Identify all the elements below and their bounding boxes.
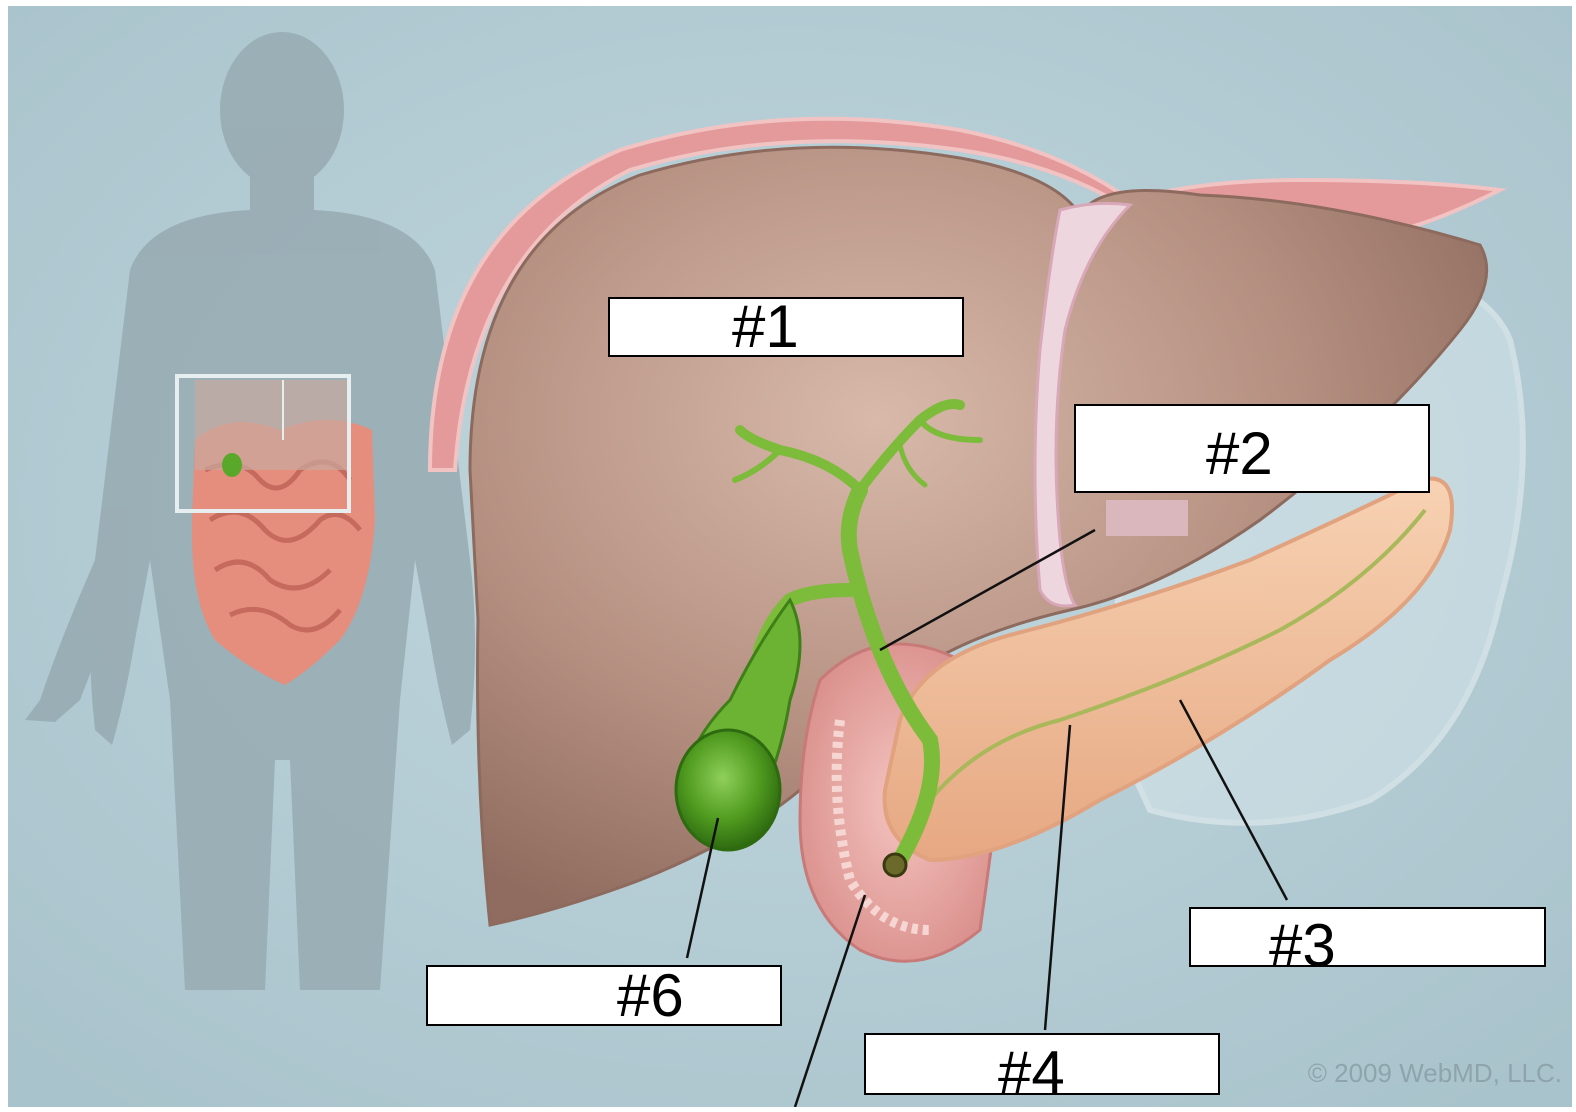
label-box-3[interactable] — [1189, 907, 1546, 967]
gallbladder — [676, 730, 780, 850]
ampulla — [884, 854, 906, 876]
pink-patch — [1106, 500, 1188, 536]
label-text-2: #2 — [1206, 424, 1273, 484]
label-text-4: #4 — [998, 1043, 1065, 1103]
copyright-text: © 2009 WebMD, LLC. — [1308, 1058, 1562, 1089]
label-text-1: #1 — [732, 297, 799, 357]
label-text-6: #6 — [617, 966, 684, 1026]
label-text-3: #3 — [1269, 916, 1336, 976]
label-box-6[interactable] — [426, 965, 782, 1026]
